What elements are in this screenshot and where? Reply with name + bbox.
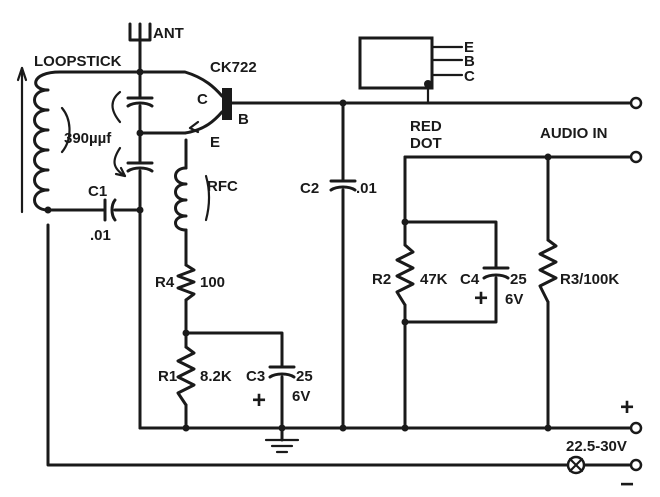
red-dot-label-1: RED — [410, 118, 442, 135]
capacitor-c1 — [103, 198, 117, 222]
r2-name: R2 — [372, 271, 391, 288]
resistor-r3 — [538, 238, 558, 304]
transistor-label: CK722 — [210, 59, 257, 76]
r4-name: R4 — [155, 274, 175, 291]
antenna-label: ANT — [153, 25, 184, 42]
pin-b-label: B — [238, 111, 249, 128]
supply-label: 22.5-30V — [566, 438, 627, 455]
r1-value: 8.2K — [200, 368, 232, 385]
negative-terminal — [629, 458, 643, 472]
positive-terminal — [629, 421, 643, 435]
capacitor-c4 — [482, 266, 510, 280]
capacitor-c3 — [268, 365, 296, 379]
capacitor-c2 — [329, 179, 357, 192]
r4-value: 100 — [200, 274, 225, 291]
c4-plus: + — [474, 285, 488, 312]
ground-symbol — [264, 426, 300, 454]
c3-name: C3 — [246, 368, 265, 385]
tuning-cap-label: 390µµf — [64, 130, 112, 147]
c4-value: 25 — [510, 271, 527, 288]
resistor-r4 — [176, 263, 196, 302]
c3-voltage: 6V — [292, 388, 310, 405]
package-pin-e: E — [464, 39, 474, 56]
c2-label: C2 — [300, 180, 319, 197]
wires — [46, 38, 638, 467]
audio-in-terminal — [629, 150, 643, 164]
package-pin-c: C — [464, 68, 475, 85]
audio-in-label: AUDIO IN — [540, 125, 608, 142]
transistor-package — [358, 36, 434, 90]
resistor-r1 — [176, 345, 196, 407]
c2-value: .01 — [356, 180, 377, 197]
package-pin-b: B — [464, 53, 475, 70]
loopstick-coil — [16, 66, 71, 214]
c3-plus: + — [252, 387, 266, 414]
r1-name: R1 — [158, 368, 177, 385]
tuning-capacitor-symbol — [111, 90, 154, 178]
c1-name: C1 — [88, 183, 107, 200]
loopstick-label: LOOPSTICK — [34, 53, 122, 70]
pin-c-label: C — [197, 91, 208, 108]
c4-name: C4 — [460, 271, 480, 288]
rfc-label: RFC — [207, 178, 238, 195]
r3-label: R3/100K — [560, 271, 619, 288]
rfc-choke — [174, 166, 211, 232]
transistor-ck722 — [138, 70, 250, 135]
lamp-symbol — [566, 455, 586, 475]
output-terminal — [629, 96, 643, 110]
junction-dots — [44, 68, 552, 432]
plus-label: + — [620, 394, 634, 421]
c1-value: .01 — [90, 227, 111, 244]
resistor-r2 — [395, 243, 415, 307]
antenna-symbol — [128, 22, 152, 42]
r2-value: 47K — [420, 271, 448, 288]
pin-e-label: E — [210, 134, 220, 151]
minus-label: − — [620, 471, 634, 497]
c3-value: 25 — [296, 368, 313, 385]
red-dot-label-2: DOT — [410, 135, 442, 152]
c4-voltage: 6V — [505, 291, 523, 308]
red-dot-marker — [424, 80, 432, 88]
